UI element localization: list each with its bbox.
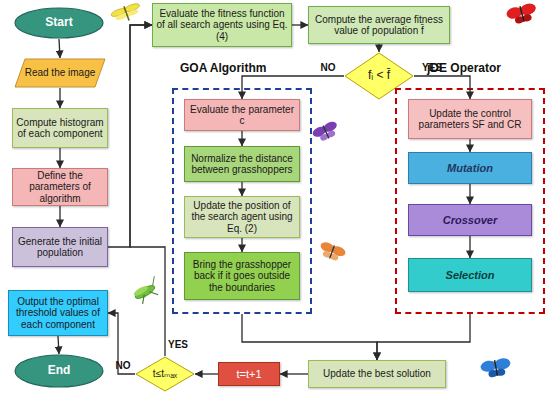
node-text: Update the control parameters SF and CR <box>409 108 531 131</box>
node-text: t=t+1 <box>233 368 264 381</box>
node-text: Read the image <box>22 67 99 79</box>
flow-arrow <box>280 373 308 374</box>
node-text: Start <box>42 16 75 30</box>
node-text: Crossover <box>440 214 500 227</box>
process-box: Evaluate the parameter c <box>184 99 300 131</box>
flow-arrow <box>195 373 218 374</box>
moth-icon <box>317 241 346 264</box>
decision-diamond: fᵢ < f̄ <box>344 52 414 100</box>
flow-arrow <box>59 148 60 168</box>
start-oval: Start <box>14 7 104 39</box>
node-text: Mutation <box>444 162 496 175</box>
flow-arrow <box>469 139 470 152</box>
flow-arrow <box>241 238 242 252</box>
node-text: Normalize the distance between grasshopp… <box>185 153 299 176</box>
process-box: Generate the initial population <box>12 227 108 267</box>
flow-arrow <box>130 25 165 356</box>
process-box: Update the control parameters SF and CR <box>408 99 532 139</box>
flow-arrow <box>469 184 470 204</box>
process-box: Define the parameters of algorithm <box>12 168 108 206</box>
node-text: t≤tₘₐₓ <box>150 368 180 380</box>
flow-arrow <box>108 313 135 374</box>
flow-arrow <box>292 24 308 25</box>
output-box: Output the optimal threshold values of e… <box>8 290 108 336</box>
process-box: Compute the average fitness value of pop… <box>308 6 450 44</box>
edge-label: YES <box>422 62 442 73</box>
flow-arrow <box>59 88 60 108</box>
grasshopper-icon <box>131 276 163 305</box>
flow-arrow <box>108 25 152 247</box>
node-text: Update the best solution <box>320 368 434 380</box>
flow-arrow <box>58 336 59 354</box>
node-text: Generate the initial population <box>13 236 107 259</box>
edge-label: NO <box>321 62 336 73</box>
process-box: Update the position of the search agent … <box>184 196 300 238</box>
butterfly-icon <box>480 357 512 379</box>
node-text: Define the parameters of algorithm <box>13 170 107 205</box>
process-box: Crossover <box>408 204 532 236</box>
process-box: Bring the grasshopper back if it goes ou… <box>184 252 300 300</box>
node-text: Output the optimal threshold values of e… <box>9 296 107 331</box>
group-heading: GOA Algorithm <box>180 62 266 76</box>
node-text: Compute histogram of each component <box>13 117 107 140</box>
algorithm-group: GOA AlgorithmEvaluate the parameter cNor… <box>172 88 312 314</box>
flow-arrow <box>377 314 470 360</box>
process-box: Mutation <box>408 152 532 184</box>
process-box: Normalize the distance between grasshopp… <box>184 146 300 182</box>
operator-group: jDE OperatorUpdate the control parameter… <box>395 88 545 314</box>
flow-arrow <box>242 314 377 360</box>
node-text: Bring the grasshopper back if it goes ou… <box>185 259 299 294</box>
end-oval: End <box>14 354 104 388</box>
flow-arrow <box>59 39 60 58</box>
edge-label: YES <box>168 339 188 350</box>
flow-arrow <box>469 236 470 258</box>
node-text: Evaluate the parameter c <box>185 104 299 127</box>
node-text: Evaluate the fitness function of all sea… <box>153 8 291 43</box>
butterfly-icon <box>505 2 538 26</box>
edge-label: NO <box>116 360 131 371</box>
flow-arrow <box>241 131 242 146</box>
process-box: Selection <box>408 258 532 292</box>
process-box: t=t+1 <box>218 362 280 386</box>
flow-arrow <box>241 182 242 196</box>
moth-icon <box>311 120 341 144</box>
process-box: Compute histogram of each component <box>12 108 108 148</box>
decision-diamond: t≤tₘₐₓ <box>135 356 195 392</box>
node-text: End <box>45 364 74 378</box>
flow-arrow <box>59 206 60 227</box>
node-text: fᵢ < f̄ <box>365 69 393 83</box>
process-box: Evaluate the fitness function of all sea… <box>152 3 292 47</box>
dragonfly-icon <box>110 1 143 25</box>
node-text: Update the position of the search agent … <box>185 200 299 235</box>
flow-arrow <box>378 44 379 52</box>
node-text: Selection <box>443 269 498 282</box>
node-text: Compute the average fitness value of pop… <box>309 14 449 37</box>
input-parallelogram: Read the image <box>14 58 106 88</box>
process-box: Update the best solution <box>308 360 446 388</box>
